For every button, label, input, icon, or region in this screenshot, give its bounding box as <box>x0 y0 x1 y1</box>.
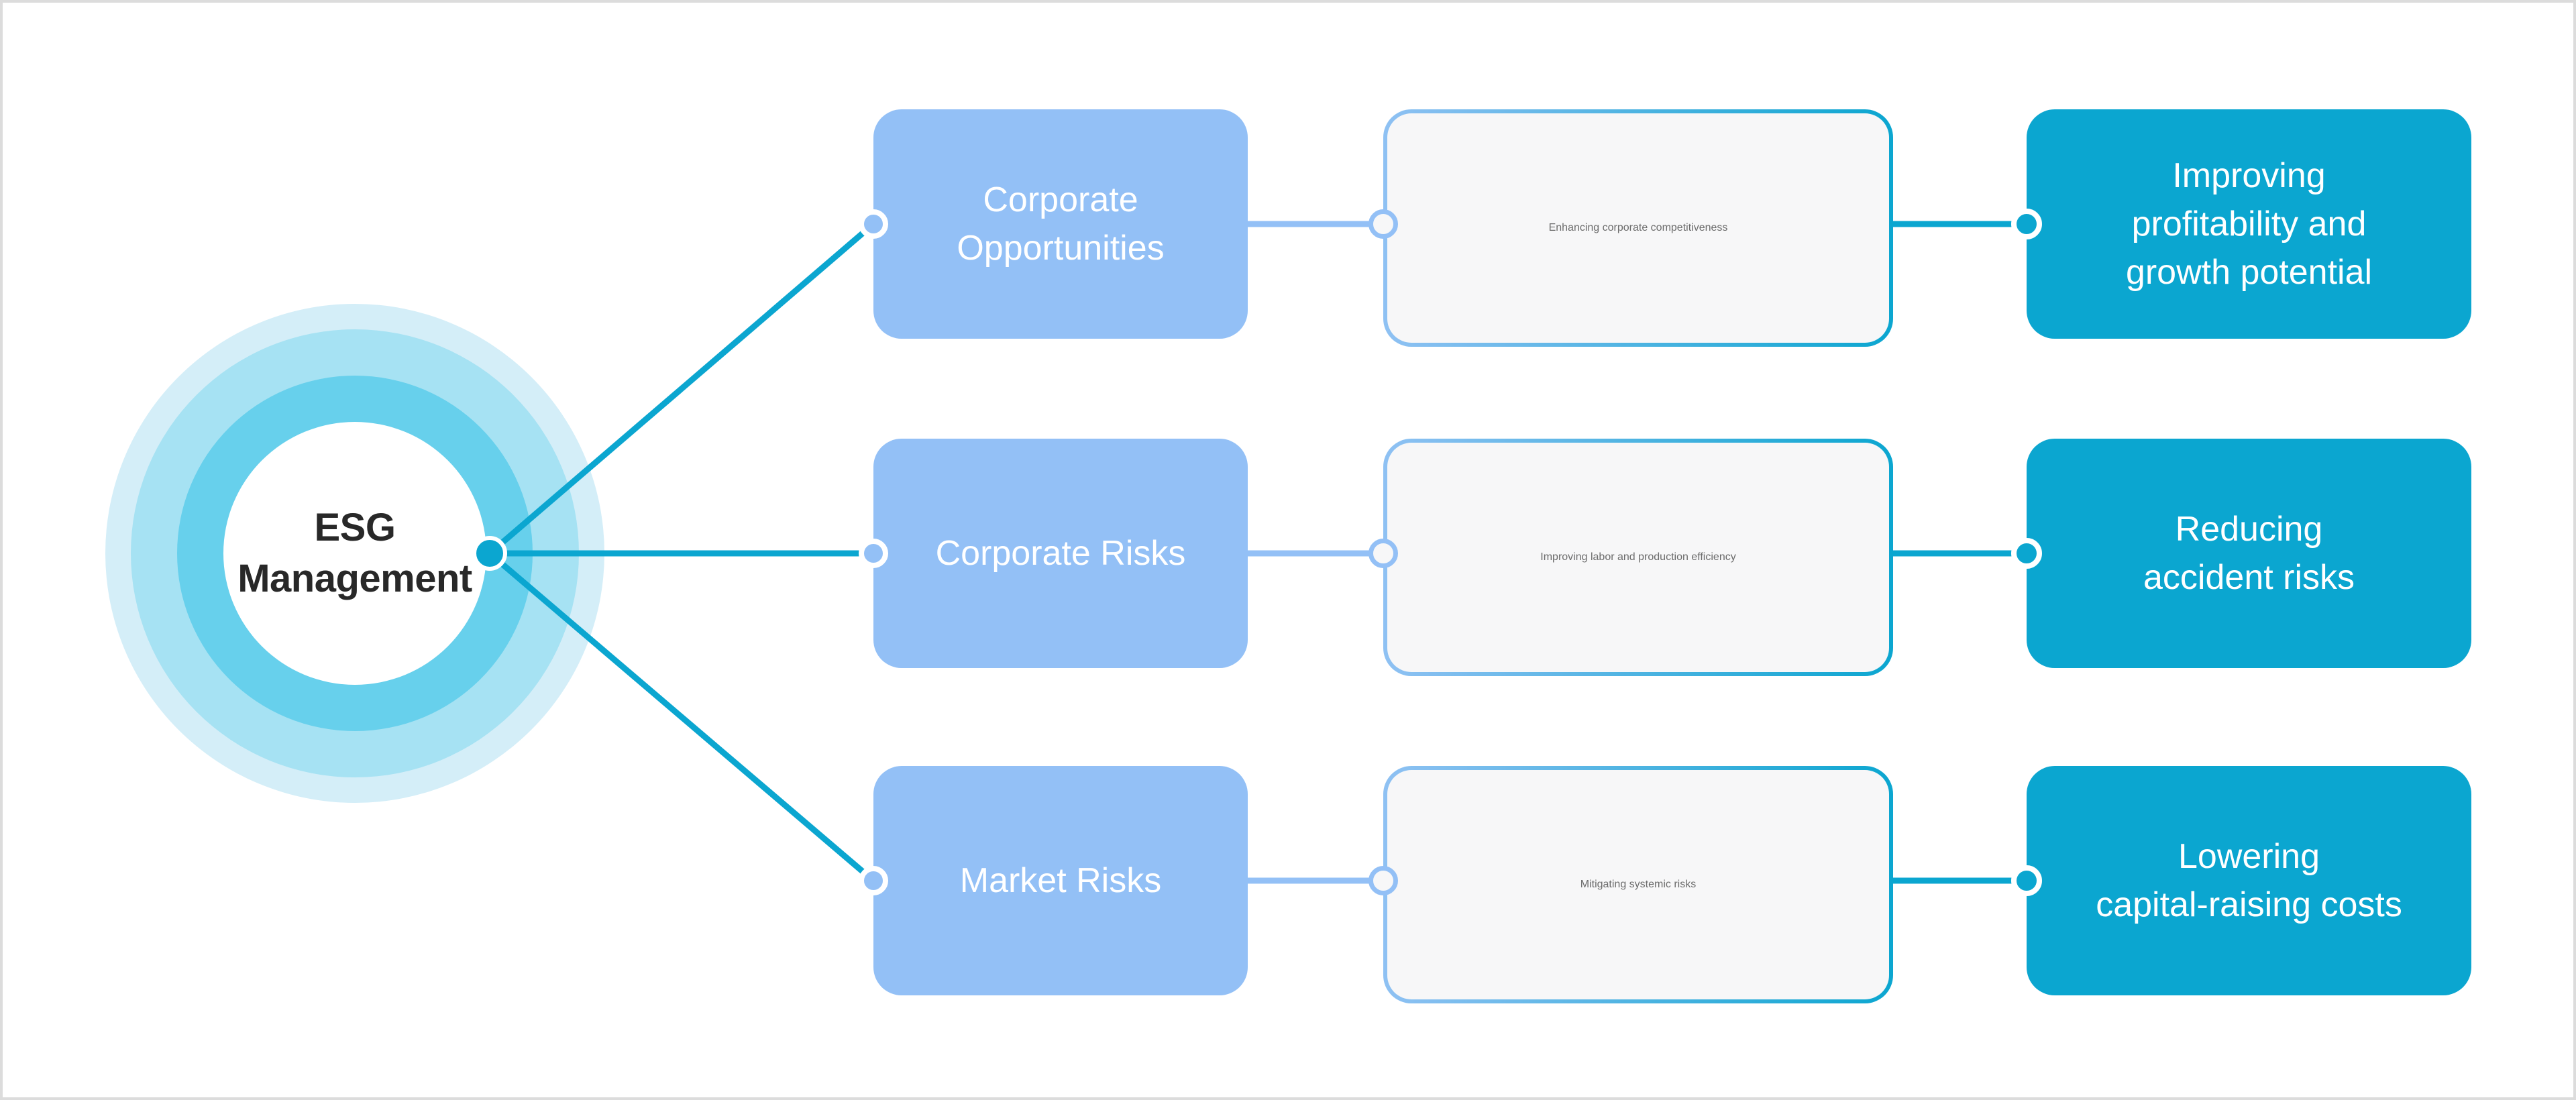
connector-lines <box>488 221 2027 884</box>
outcome-box-reducing-accident-risks: Reducing accident risks <box>2027 439 2471 668</box>
process-box-improving-labor: Improving labor and production efficienc… <box>1383 439 1893 676</box>
outcome-label: Reducing accident risks <box>2143 510 2355 597</box>
source-connector-dot-row3 <box>859 866 888 895</box>
hub-center-circle: ESG Management <box>223 422 486 685</box>
outcome-label: Improving profitability and growth poten… <box>2125 156 2373 292</box>
source-box-market-risks: Market Risks <box>873 766 1248 995</box>
outcome-connector-dot-row3 <box>2011 865 2042 896</box>
process-connector-dot-row1 <box>1368 209 1398 239</box>
source-label: Corporate Opportunities <box>957 180 1165 268</box>
outcome-label: Lowering capital-raising costs <box>2096 837 2402 924</box>
outcome-connector-dot-row1 <box>2011 209 2042 239</box>
hub-title: ESG Management <box>237 506 472 600</box>
source-connector-dot-row1 <box>859 209 888 239</box>
process-label: Improving labor and production efficienc… <box>1540 551 1736 563</box>
connector-line-hub-row3 <box>488 551 875 883</box>
process-label: Enhancing corporate competitiveness <box>1548 222 1728 233</box>
process-connector-dot-row2 <box>1368 539 1398 568</box>
hub-connector-dot <box>472 536 507 571</box>
outcome-box-lowering-capital-costs: Lowering capital-raising costs <box>2027 766 2471 995</box>
source-label: Corporate Risks <box>935 534 1186 573</box>
outcome-connector-dot-row2 <box>2011 538 2042 569</box>
source-connector-dot-row2 <box>859 539 888 568</box>
source-box-corporate-risks: Corporate Risks <box>873 439 1248 668</box>
source-label: Market Risks <box>959 861 1162 900</box>
process-connector-dot-row3 <box>1368 866 1398 895</box>
outcome-box-improving-profitability: Improving profitability and growth poten… <box>2027 109 2471 339</box>
process-label: Mitigating systemic risks <box>1580 879 1697 890</box>
source-box-corporate-opportunities: Corporate Opportunities <box>873 109 1248 339</box>
process-box-mitigating-systemic-risks: Mitigating systemic risks <box>1383 766 1893 1003</box>
connector-line-hub-row1 <box>488 221 875 556</box>
process-box-enhancing-competitiveness: Enhancing corporate competitiveness <box>1383 109 1893 347</box>
